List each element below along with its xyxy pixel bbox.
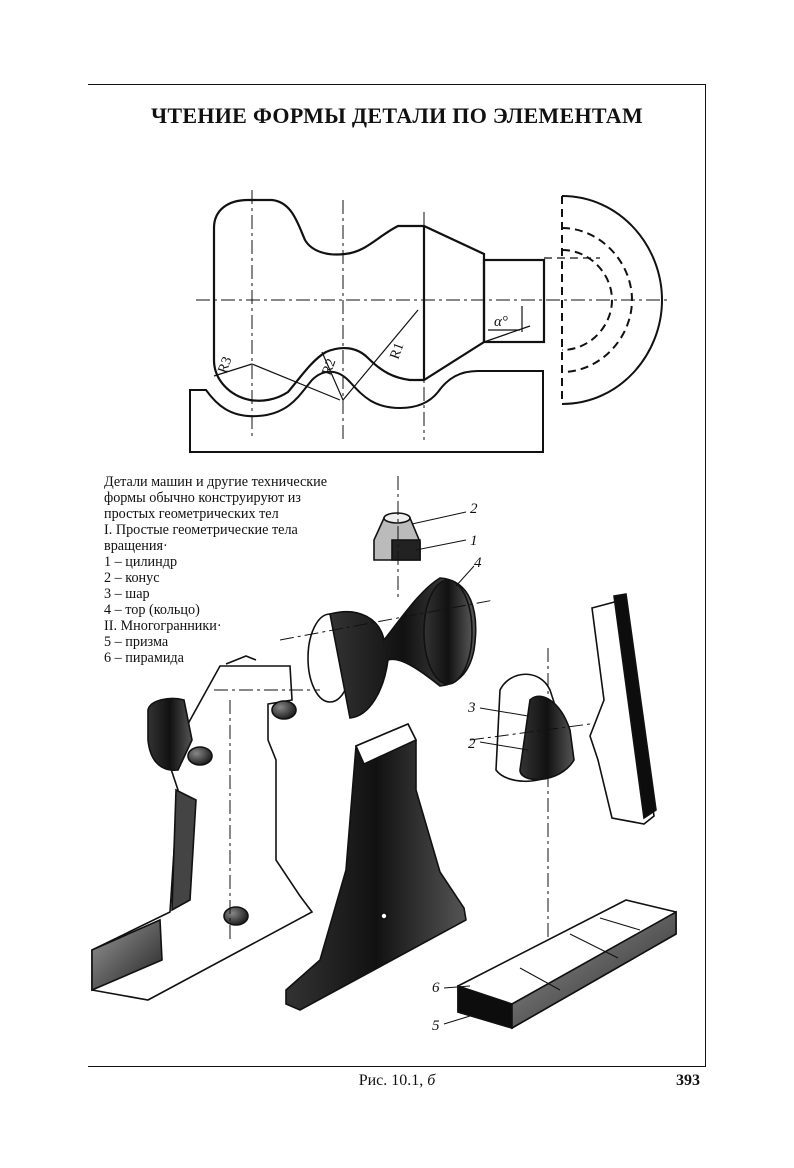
left-bracket (91, 655, 320, 1001)
right-blade (589, 593, 657, 825)
legend-line: II. Многогранники· (104, 618, 222, 634)
callout-label-cone-2: 2 (468, 736, 476, 752)
callout-label-cone: 2 (470, 501, 478, 517)
legend-line: формы обычно конструируют из (104, 490, 301, 506)
legend-line: I. Простые геометрические тела (104, 522, 298, 538)
legend-line: 5 – призма (104, 634, 169, 650)
callout-label-prism: 5 (432, 1018, 440, 1034)
side-view (544, 195, 664, 405)
cone-cylinder (373, 476, 421, 600)
legend-line: простых геометрических тел (104, 506, 279, 522)
radius-label-r2: R2 (320, 357, 340, 377)
callout-label-sphere: 3 (467, 700, 476, 716)
radius-label-r1: R1 (388, 341, 408, 361)
frame-bottom-line (88, 1066, 706, 1067)
page-number: 393 (676, 1072, 700, 1089)
legend-line: Детали машин и другие технические (104, 474, 328, 490)
frame-top-line (88, 84, 706, 85)
center-fin (285, 722, 467, 1011)
center-lines (196, 190, 668, 440)
figure-caption: Рис. 10.1, б (0, 1072, 794, 1090)
legend-line: 2 – конус (104, 570, 160, 586)
frame-right-line (705, 84, 706, 1067)
page-title: ЧТЕНИЕ ФОРМЫ ДЕТАЛИ ПО ЭЛЕМЕНТАМ (150, 103, 644, 128)
spindle-outline (212, 198, 546, 402)
radius-label-r3: R3 (216, 355, 236, 375)
callout-label-pyramid: 6 (432, 980, 440, 996)
caption-suffix: б (427, 1072, 436, 1089)
legend-text: Детали машин и другие технические формы … (104, 474, 404, 666)
legend-line: 4 – тор (кольцо) (104, 602, 200, 618)
angle-dimension (483, 306, 531, 343)
base-block (189, 370, 544, 453)
legend-line: 3 – шар (104, 586, 150, 602)
caption-prefix: Рис. 10.1, (358, 1072, 424, 1089)
legend-line: вращения· (104, 538, 168, 554)
bottom-prism (457, 899, 677, 1030)
callout-leaders (411, 511, 529, 1025)
torus-body (279, 577, 495, 719)
radius-dimensions (213, 309, 419, 401)
angle-label: α° (494, 314, 508, 330)
callout-label-torus: 4 (474, 555, 482, 571)
callout-label-cylinder: 1 (470, 533, 478, 549)
legend-line: 1 – цилиндр (104, 554, 178, 570)
sphere-cone (469, 648, 591, 1000)
legend-line: 6 – пирамида (104, 650, 184, 666)
